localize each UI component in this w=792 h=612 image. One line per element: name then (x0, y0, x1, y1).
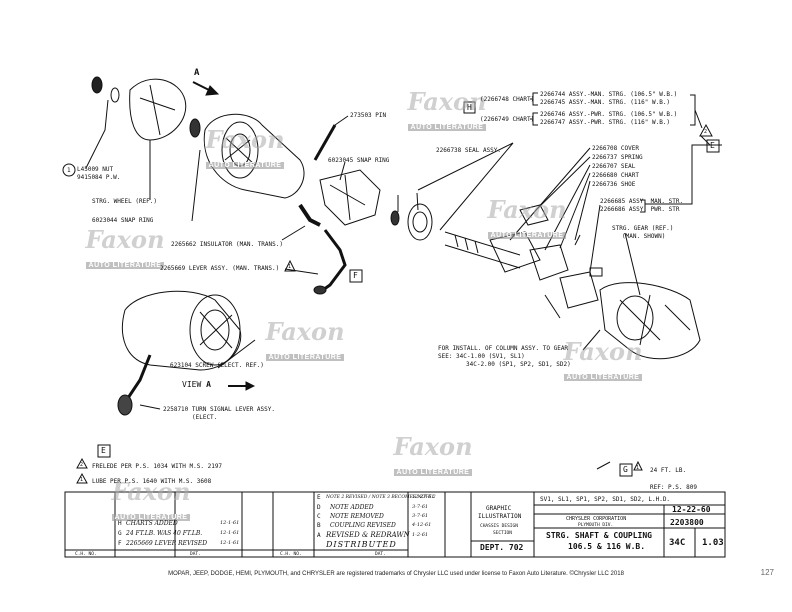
rev-letter: F (118, 540, 122, 547)
col-ch-no-2: C.H. NO. (280, 552, 302, 557)
flag-1-circle: 1 (67, 167, 71, 174)
view-a-label: VIEW A (182, 380, 211, 390)
assy-2-label: 2266745 ASSY.-MAN. STRG. (116" W.B.) (540, 99, 671, 106)
rev-date: 12-27-61 (412, 494, 435, 500)
snap-ring-1-label: 6023044 SNAP RING (92, 217, 154, 224)
rev-text: NOTE ADDED (330, 504, 374, 511)
rev-date: 12-1-61 (220, 530, 240, 536)
wheel-label: STRG. WHEEL (REF.) (92, 198, 158, 205)
graphic-illustration-3: CHASSIS DESIGN (480, 524, 518, 529)
assy-6-label: 2266686 ASSY. PWR. STR (600, 206, 680, 213)
chart-a-label: (2266748 CHART) (480, 96, 535, 103)
corp-name: CHRYSLER CORPORATION (566, 516, 627, 522)
ps-ref-label: REF: P.S. 809 (650, 484, 697, 491)
rev-date: 4-12-61 (412, 522, 432, 528)
nut-label: L45009 NUT (77, 166, 114, 173)
assy-4-label: 2266747 ASSY.-PWR. STRG. (116" W.B.) (540, 119, 671, 126)
rev-text: CHARTS ADDED (126, 520, 178, 527)
flag-e-bottom: E (101, 446, 106, 455)
gear-sub-label: (MAN. SHOWN) (622, 233, 666, 240)
lever-label: 2265669 LEVER ASSY. (MAN. TRANS.) (160, 265, 280, 272)
seal-assy-label: 2266738 SEAL ASSY. (436, 147, 502, 154)
rev-text: NOTE 2 REVISED / NOTE 3 BECOMES NOTE 2 (326, 495, 436, 500)
rev-letter: C (317, 513, 321, 520)
drawing-number: 2203800 (670, 518, 704, 527)
rev-letter: G (118, 530, 122, 537)
torque-label: 24 FT. LB. (650, 467, 687, 474)
rev-date: 12-1-61 (220, 540, 240, 546)
models-line: SV1, SL1, SP1, SP2, SD1, SD2, L.H.D. (540, 496, 671, 503)
rev-date: 1-2-61 (412, 532, 429, 538)
rev-text: COUPLING REVISED (330, 522, 396, 529)
note-b: LUBE PER P.S. 1640 WITH M.S. 3608 (92, 478, 212, 485)
graphic-illustration-1: GRAPHIC (486, 505, 512, 512)
rev-text: NOTE REMOVED (330, 513, 384, 520)
drawing-date: 12-22-60 (672, 505, 711, 514)
install-note-2: SEE: 34C-1.00 (SV1, SL1) (438, 353, 525, 360)
section-number: 34C (669, 538, 686, 548)
chart-b-label: (2266749 CHART) (480, 116, 535, 123)
chart-label: 2266680 CHART (592, 172, 639, 179)
flag-f: F (353, 271, 358, 280)
col-dat: DAT. (190, 552, 201, 557)
assy-5-label: 2266685 ASSY. MAN. STR. (600, 198, 684, 205)
graphic-illustration-4: SECTION (493, 531, 512, 536)
view-a-arrow-letter: A (194, 68, 200, 78)
view-text: VIEW (182, 380, 202, 389)
rev-letter: D (317, 504, 321, 511)
view-letter: A (206, 380, 211, 389)
flag-g: G (623, 465, 628, 474)
flag-2-right: 2 (704, 129, 708, 135)
screw-label: 623104 SCREW (ELECT. REF.) (170, 362, 264, 369)
cover-label: 2266708 COVER (592, 145, 639, 152)
note-a: FRELEDE PER P.S. 1034 WITH M.S. 2197 (92, 463, 223, 470)
dept-label: DEPT. 702 (480, 543, 524, 552)
flag-h: H (467, 103, 472, 112)
note-flag-1: 1 (80, 477, 84, 483)
spring-label: 2266737 SPRING (592, 154, 643, 161)
rev-text: REVISED & REDRAWN (326, 531, 410, 539)
torque-flag-1: 1 (636, 465, 640, 471)
page-number-block: 1.03 (702, 538, 724, 548)
assy-1-label: 2266744 ASSY.-MAN. STRG. (106.5" W.B.) (540, 91, 678, 98)
rev-date: 12-1-61 (220, 520, 240, 526)
washer-label: 9415084 P.W. (77, 174, 121, 181)
install-note-1: FOR INSTALL. OF COLUMN ASSY. TO GEAR (438, 345, 569, 352)
rev-letter: B (317, 522, 321, 529)
snap-ring-2-label: 6023045 SNAP RING (328, 157, 390, 164)
rev-date: 3-7-61 (412, 504, 429, 510)
corp-div: PLYMOUTH DIV. (578, 523, 614, 528)
insulator-label: 2265662 INSULATOR (MAN. TRANS.) (171, 241, 283, 248)
rev-date: 3-7-61 (412, 513, 429, 519)
flag-1-triangle: 1 (288, 264, 292, 270)
flag-e-right: E (710, 141, 715, 150)
drawing-title-1: STRG. SHAFT & COUPLING (546, 531, 652, 540)
drawing-title-2: 106.5 & 116 W.B. (568, 542, 646, 551)
assy-3-label: 2266746 ASSY.-PWR. STRG. (106.5" W.B.) (540, 111, 678, 118)
col-ch-no: C.H. NO. (75, 552, 97, 557)
pin-label: 273503 PIN (350, 112, 387, 119)
turn-signal-label: 2258710 TURN SIGNAL LEVER ASSY. (163, 406, 275, 413)
gear-label: STRG. GEAR (REF.) (612, 225, 674, 232)
rev-letter: H (118, 520, 122, 527)
rev-letter: A (317, 532, 321, 539)
graphic-illustration-2: ILLUSTRATION (478, 513, 522, 520)
trademark-footer: MOPAR, JEEP, DODGE, HEMI, PLYMOUTH, and … (168, 571, 624, 577)
distributed-stamp: DISTRIBUTED (326, 540, 397, 549)
rev-text: 2265669 LEVER REVISED (126, 540, 208, 547)
shoe-label: 2266736 SHOE (592, 181, 636, 188)
col-dat-2: DAT. (375, 552, 386, 557)
install-note-3: 34C-2.00 (SP1, SP2, SD1, SD2) (466, 361, 571, 368)
rev-text: 24 FT.LB. WAS 40 FT.LB. (126, 530, 203, 537)
turn-signal-sub-label: (ELECT. (192, 414, 218, 421)
seal-label: 2266707 SEAL (592, 163, 636, 170)
note-flag-2: 2 (80, 462, 84, 468)
rev-letter: E (317, 494, 321, 501)
page-number: 127 (760, 568, 774, 577)
